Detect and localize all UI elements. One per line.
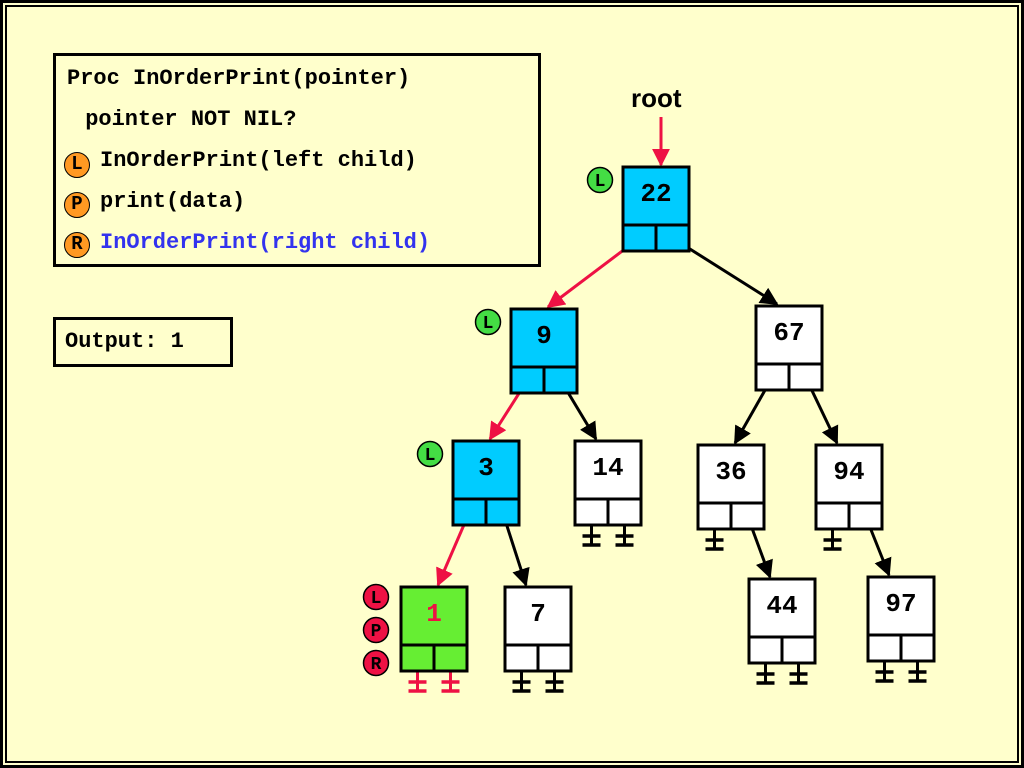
node-value-97: 97 xyxy=(885,589,916,619)
tree-node-67: 67 xyxy=(754,304,824,392)
procedure-header: Proc InOrderPrint(pointer) xyxy=(67,66,411,91)
tree-node-3: 3 xyxy=(451,439,521,527)
procedure-box: Proc InOrderPrint(pointer) pointer NOT N… xyxy=(53,53,541,267)
node-value-67: 67 xyxy=(773,318,804,348)
svg-text:R: R xyxy=(371,655,382,675)
tree-node-94: 94 xyxy=(814,443,884,531)
tree-node-1: 1 xyxy=(399,585,469,673)
output-box: Output: 1 xyxy=(53,317,233,367)
node-value-1: 1 xyxy=(426,599,442,629)
node-value-22: 22 xyxy=(640,179,671,209)
node-marker-n22-l: L xyxy=(586,166,614,194)
node-marker-n1-r: R xyxy=(362,649,390,677)
tree-node-36: 36 xyxy=(696,443,766,531)
step-badge-p: P xyxy=(64,192,90,218)
print-line: print(data) xyxy=(100,189,246,214)
tree-node-44: 44 xyxy=(747,577,817,665)
tree-node-14: 14 xyxy=(573,439,643,527)
root-label: root xyxy=(631,83,682,113)
node-marker-n1-p: P xyxy=(362,616,390,644)
node-value-7: 7 xyxy=(530,599,546,629)
right-recursion-line: InOrderPrint(right child) xyxy=(100,230,431,255)
tree-node-97: 97 xyxy=(866,575,936,663)
tree-node-7: 7 xyxy=(503,585,573,673)
condition-line: pointer NOT NIL? xyxy=(72,107,297,132)
svg-text:P: P xyxy=(371,622,382,642)
step-badge-l: L xyxy=(64,152,90,178)
node-value-14: 14 xyxy=(592,453,623,483)
node-marker-n3-l: L xyxy=(416,440,444,468)
node-value-3: 3 xyxy=(478,453,494,483)
node-marker-n9-l: L xyxy=(474,308,502,336)
node-value-94: 94 xyxy=(833,457,864,487)
node-marker-n1-l: L xyxy=(362,583,390,611)
node-value-36: 36 xyxy=(715,457,746,487)
svg-text:L: L xyxy=(483,314,494,334)
svg-text:L: L xyxy=(595,172,606,192)
tree-node-9: 9 xyxy=(509,307,579,395)
tree-node-22: 22 xyxy=(621,165,691,253)
svg-text:L: L xyxy=(371,589,382,609)
node-value-9: 9 xyxy=(536,321,552,351)
step-badge-r: R xyxy=(64,232,90,258)
left-recursion-line: InOrderPrint(left child) xyxy=(100,148,417,173)
node-value-44: 44 xyxy=(766,591,797,621)
svg-text:L: L xyxy=(425,446,436,466)
